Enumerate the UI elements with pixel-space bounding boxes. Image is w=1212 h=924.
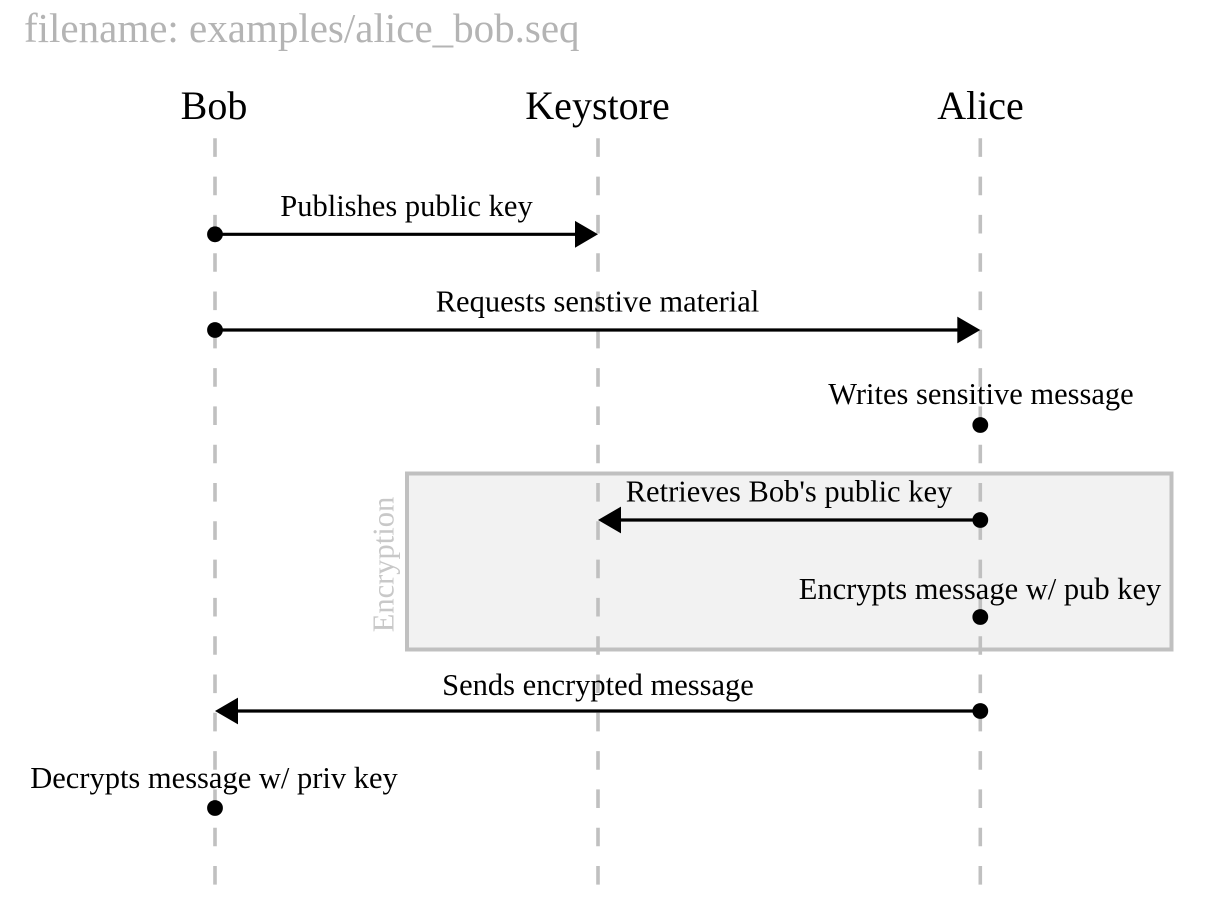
svg-text:Retrieves Bob's public key: Retrieves Bob's public key	[626, 475, 953, 509]
svg-text:Bob: Bob	[181, 83, 248, 128]
svg-text:Encryption: Encryption	[367, 497, 401, 633]
svg-text:Sends encrypted message: Sends encrypted message	[442, 668, 754, 702]
svg-text:Requests senstive material: Requests senstive material	[436, 285, 760, 319]
svg-text:Writes sensitive message: Writes sensitive message	[828, 377, 1133, 411]
svg-text:filename: examples/alice_bob.s: filename: examples/alice_bob.seq	[24, 5, 580, 51]
svg-text:Decrypts message w/ priv key: Decrypts message w/ priv key	[30, 761, 398, 795]
svg-text:Encrypts message w/ pub key: Encrypts message w/ pub key	[799, 572, 1162, 606]
svg-text:Publishes public key: Publishes public key	[280, 189, 533, 223]
svg-text:Alice: Alice	[937, 83, 1024, 128]
svg-text:Keystore: Keystore	[525, 83, 669, 128]
